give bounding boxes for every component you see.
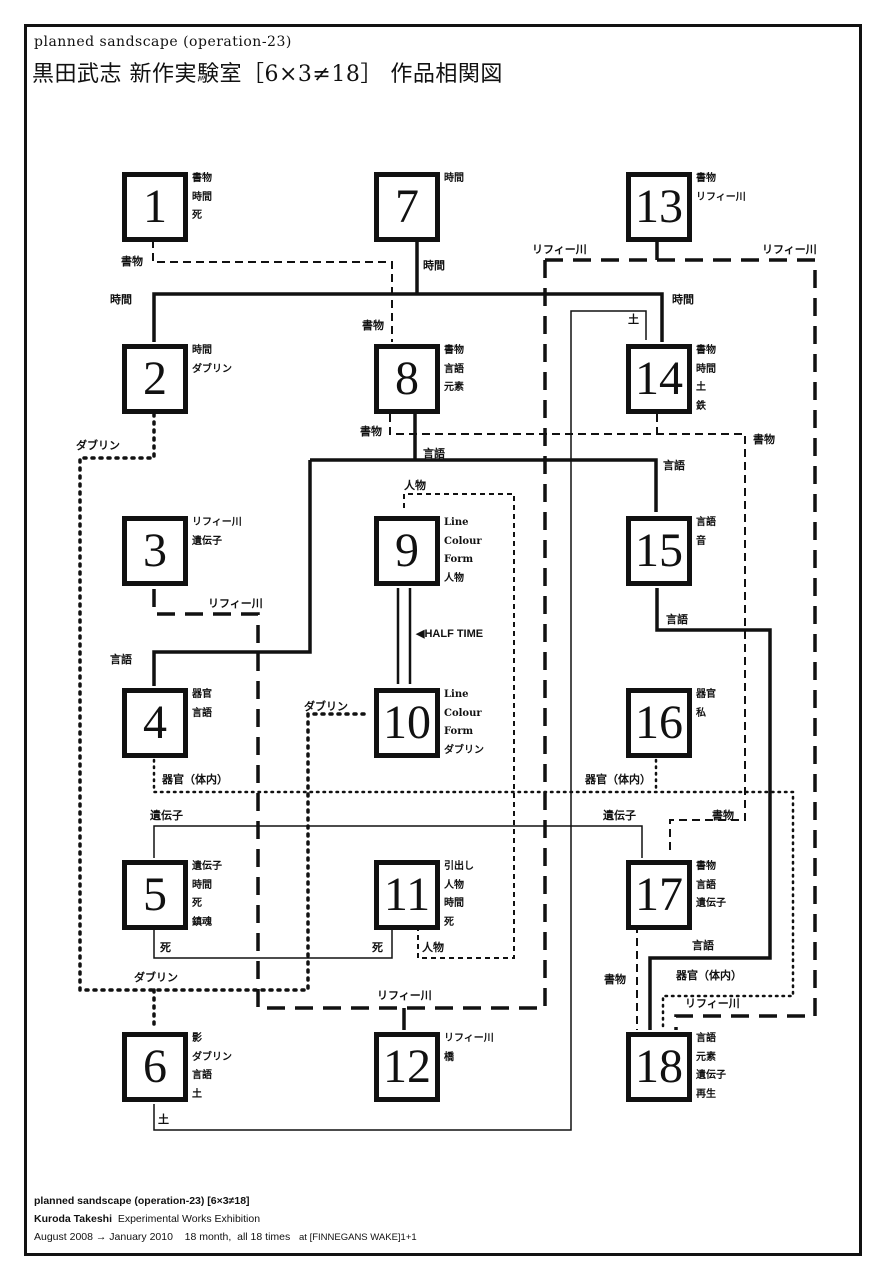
label-liffey-3: リフィー川 (208, 597, 263, 610)
label-time-2: 時間 (110, 293, 132, 306)
node-14: 14 (626, 344, 692, 414)
label-language-4: 言語 (110, 653, 132, 666)
footer: planned sandscape (operation-23) [6×3≠18… (34, 1192, 417, 1247)
node-8: 8 (374, 344, 440, 414)
label-language-8: 言語 (423, 447, 445, 460)
link-language (152, 414, 772, 1030)
node-12-tags: リフィー川橋 (444, 1033, 494, 1063)
node-10: 10 (374, 688, 440, 758)
node-13-tags: 書物リフィー川 (696, 173, 746, 203)
node-16-tags: 器官私 (696, 689, 716, 719)
label-death-11: 死 (372, 941, 383, 954)
node-13: 13 (626, 172, 692, 242)
label-organ-16: 器官（体内） (585, 773, 651, 786)
label-liffey-13-left: リフィー川 (532, 243, 587, 256)
label-books-1: 書物 (121, 255, 143, 268)
label-language-15-down: 言語 (666, 613, 688, 626)
link-books-8-14-17 (389, 414, 746, 1030)
node-9: 9 (374, 516, 440, 586)
label-books-8-bottom: 書物 (360, 425, 382, 438)
link-organ (152, 758, 795, 1032)
node-8-tags: 書物言語元素 (444, 345, 464, 393)
node-7-tags: 時間 (444, 173, 464, 184)
node-4-tags: 器官言語 (192, 689, 212, 719)
link-half-time (396, 588, 412, 684)
link-liffey (152, 258, 817, 1030)
node-16: 16 (626, 688, 692, 758)
label-dublin-2: ダブリン (76, 439, 120, 452)
label-books-8-top: 書物 (362, 319, 384, 332)
label-gene-5: 遺伝子 (150, 809, 183, 822)
link-person (403, 493, 515, 959)
label-dublin-10: ダブリン (304, 700, 348, 713)
node-12: 12 (374, 1032, 440, 1102)
node-17-tags: 書物言語遺伝子 (696, 861, 726, 909)
label-earth-6: 土 (158, 1113, 169, 1126)
node-6-tags: 影ダブリン言語土 (192, 1033, 232, 1100)
label-liffey-12: リフィー川 (377, 989, 432, 1002)
label-earth-14: 土 (628, 313, 639, 326)
node-2-tags: 時間ダブリン (192, 345, 232, 375)
poster-frame (24, 24, 862, 1256)
node-3: 3 (122, 516, 188, 586)
link-liffey-stubs (402, 240, 659, 1030)
label-person-9: 人物 (404, 479, 426, 492)
node-1-tags: 書物時間死 (192, 173, 212, 221)
node-11: 11 (374, 860, 440, 930)
node-15: 15 (626, 516, 692, 586)
link-books-1-8 (152, 240, 393, 342)
label-time-7: 時間 (423, 259, 445, 272)
node-4: 4 (122, 688, 188, 758)
header-title: 黒田武志 新作実験室［6×3≠18］ 作品相関図 (32, 62, 503, 87)
label-gene-17: 遺伝子 (603, 809, 636, 822)
label-language-15: 言語 (663, 459, 685, 472)
node-5-tags: 遺伝子時間死鎮魂 (192, 861, 222, 928)
node-5: 5 (122, 860, 188, 930)
node-15-tags: 言語音 (696, 517, 716, 547)
node-3-tags: リフィー川遺伝子 (192, 517, 242, 547)
label-organ-18: 器官（体内） (676, 969, 742, 982)
label-language-18: 言語 (692, 939, 714, 952)
label-dublin-6: ダブリン (134, 971, 178, 984)
link-earth (153, 310, 647, 1131)
node-2: 2 (122, 344, 188, 414)
label-half-time: ◀HALF TIME (416, 628, 484, 640)
node-18-tags: 言語元素遺伝子再生 (696, 1033, 726, 1100)
node-6: 6 (122, 1032, 188, 1102)
label-books-14: 書物 (753, 433, 775, 446)
link-time (152, 240, 664, 342)
link-gene (153, 825, 643, 858)
header-subtitle: planned sandscape (operation-23) (34, 34, 292, 50)
label-organ-4: 器官（体内） (162, 773, 228, 786)
node-18: 18 (626, 1032, 692, 1102)
label-books-18: 書物 (604, 973, 626, 986)
label-death-5: 死 (160, 941, 171, 954)
footer-line-3: August 2008 → January 2010 18 month, all… (34, 1231, 417, 1243)
node-17: 17 (626, 860, 692, 930)
node-7: 7 (374, 172, 440, 242)
label-liffey-13-right: リフィー川 (762, 243, 817, 256)
footer-line-1: planned sandscape (operation-23) [6×3≠18… (34, 1195, 250, 1207)
link-dublin (78, 412, 370, 1032)
label-books-17: 書物 (712, 809, 734, 822)
link-death (153, 930, 393, 959)
label-person-11: 人物 (422, 941, 444, 954)
label-time-14: 時間 (672, 293, 694, 306)
node-11-tags: 引出し人物時間死 (444, 861, 474, 928)
footer-line-2: Kuroda Takeshi Experimental Works Exhibi… (34, 1213, 261, 1225)
node-1: 1 (122, 172, 188, 242)
label-liffey-18: リフィー川 (685, 997, 740, 1010)
node-14-tags: 書物時間土鉄 (696, 345, 716, 412)
